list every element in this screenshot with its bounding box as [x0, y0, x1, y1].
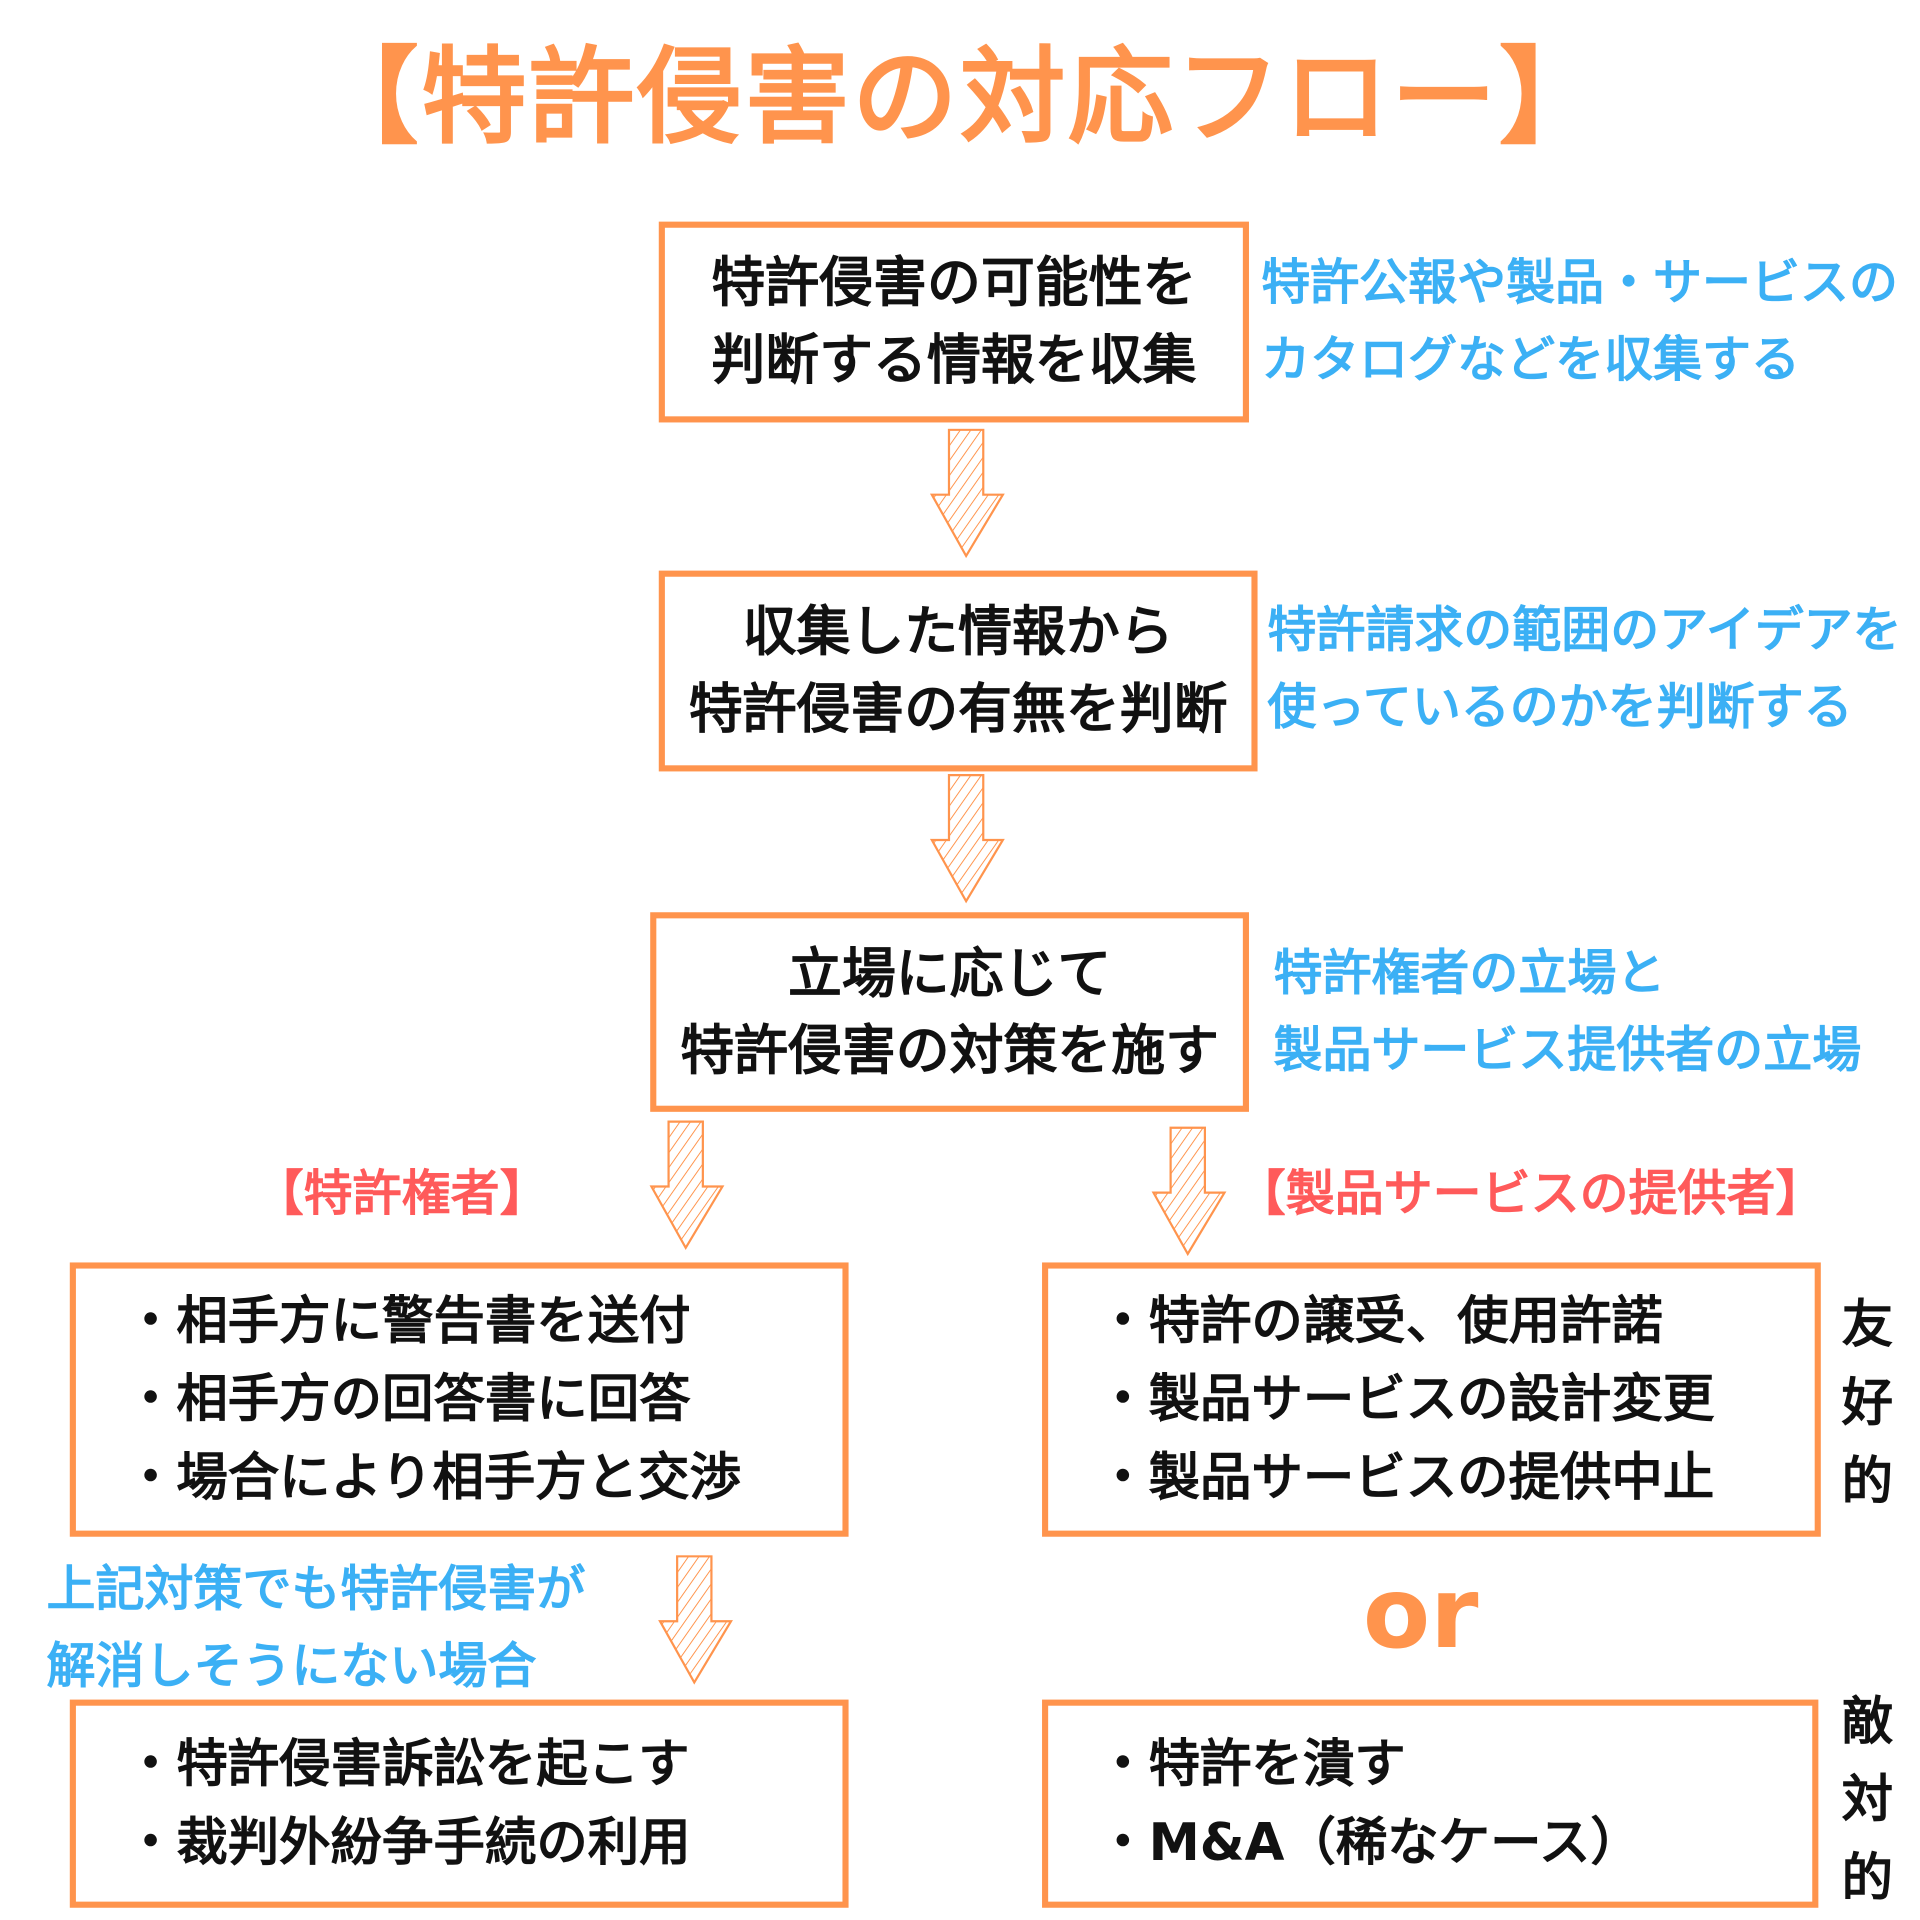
label-char: 友: [1837, 1286, 1898, 1364]
step-3-note: 特許権者の立場と 製品サービス提供者の立場: [1273, 936, 1861, 1090]
action-item: ・場合により相手方と交渉: [125, 1439, 843, 1517]
friendly-label: 友 好 的: [1837, 1286, 1898, 1521]
down-arrow-icon: [929, 774, 1005, 904]
down-arrow-icon: [1151, 1127, 1227, 1257]
action-item: ・製品サービスの設計変更: [1097, 1360, 1815, 1438]
label-char: 好: [1837, 1364, 1898, 1442]
label-char: 的: [1837, 1442, 1898, 1520]
action-item: ・製品サービスの提供中止: [1097, 1439, 1815, 1517]
provider-hostile-box: ・特許を潰す ・M&A（稀なケース）: [1042, 1700, 1818, 1908]
action-item: ・M&A（稀なケース）: [1097, 1804, 1812, 1882]
note-line: 使っているのかを判断する: [1267, 670, 1901, 747]
hostile-label: 敵 対 的: [1837, 1682, 1898, 1917]
action-item: ・裁判外紛争手続の利用: [125, 1804, 843, 1882]
patentee-label: 【特許権者】: [255, 1163, 549, 1224]
label-char: 対: [1837, 1761, 1898, 1839]
down-arrow-icon: [658, 1555, 734, 1685]
note-line: カタログなどを収集する: [1261, 322, 1898, 399]
action-item: ・特許を潰す: [1097, 1725, 1812, 1803]
step-text: 収集した情報から: [743, 594, 1174, 671]
note-line: 特許請求の範囲のアイデアを: [1267, 593, 1901, 670]
down-arrow-icon: [929, 429, 1005, 559]
action-item: ・相手方に警告書を送付: [125, 1282, 843, 1360]
note-line: 特許公報や製品・サービスの: [1261, 245, 1898, 322]
patentee-escalated-box: ・特許侵害訴訟を起こす ・裁判外紛争手続の利用: [70, 1700, 849, 1908]
action-item: ・特許侵害訴訟を起こす: [125, 1725, 843, 1803]
step-2-note: 特許請求の範囲のアイデアを 使っているのかを判断する: [1267, 593, 1901, 747]
down-arrow-icon: [649, 1120, 725, 1250]
step-1-note: 特許公報や製品・サービスの カタログなどを収集する: [1261, 245, 1898, 399]
step-text: 特許侵害の可能性を: [711, 245, 1196, 322]
note-line: 製品サービス提供者の立場: [1273, 1013, 1861, 1090]
step-text: 特許侵害の対策を施す: [680, 1012, 1219, 1089]
label-char: 敵: [1837, 1682, 1898, 1760]
patentee-actions-box: ・相手方に警告書を送付 ・相手方の回答書に回答 ・場合により相手方と交渉: [70, 1262, 849, 1536]
step-3-box: 立場に応じて 特許侵害の対策を施す: [650, 912, 1249, 1112]
label-char: 的: [1837, 1839, 1898, 1917]
note-line: 解消しそうにない場合: [47, 1629, 586, 1706]
step-2-box: 収集した情報から 特許侵害の有無を判断: [659, 571, 1258, 772]
provider-friendly-box: ・特許の譲受、使用許諾 ・製品サービスの設計変更 ・製品サービスの提供中止: [1042, 1262, 1821, 1536]
note-line: 特許権者の立場と: [1273, 936, 1861, 1013]
escalation-note: 上記対策でも特許侵害が 解消しそうにない場合: [47, 1551, 586, 1705]
step-1-box: 特許侵害の可能性を 判断する情報を収集: [659, 222, 1249, 423]
provider-label: 【製品サービスの提供者】: [1237, 1163, 1825, 1224]
note-line: 上記対策でも特許侵害が: [47, 1551, 586, 1628]
or-label: or: [1363, 1565, 1479, 1663]
diagram-title: 【特許侵害の対応フロー】: [0, 37, 1920, 159]
step-text: 判断する情報を収集: [711, 322, 1196, 399]
action-item: ・相手方の回答書に回答: [125, 1360, 843, 1438]
step-text: 特許侵害の有無を判断: [689, 671, 1228, 748]
action-item: ・特許の譲受、使用許諾: [1097, 1282, 1815, 1360]
step-text: 立場に応じて: [788, 935, 1111, 1012]
